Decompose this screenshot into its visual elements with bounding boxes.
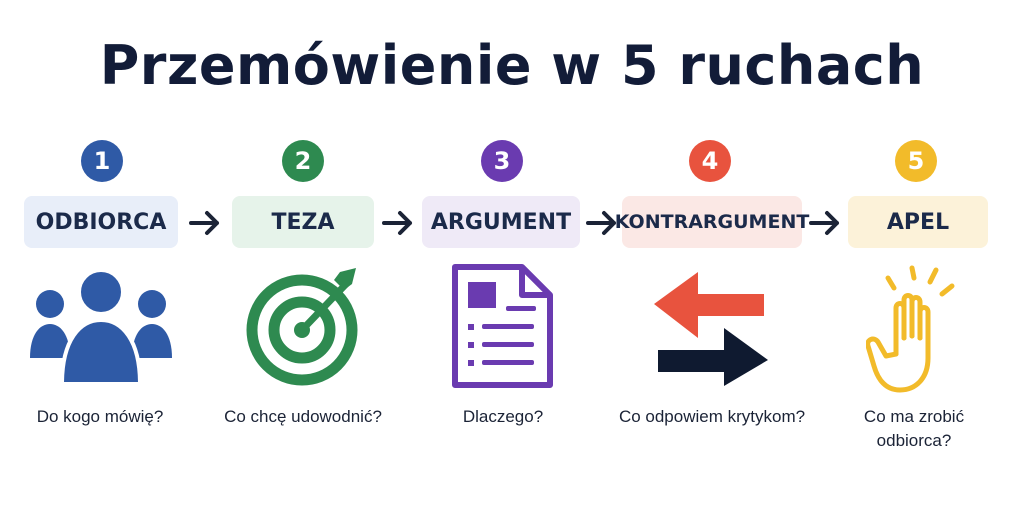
step-question: Dlaczego?: [462, 407, 544, 426]
step-question: Co ma zrobić odbiorca?: [836, 405, 992, 453]
raised-hand-icon: [866, 265, 955, 393]
audience-icon: [30, 268, 172, 386]
arrow-right-icon: [586, 211, 616, 235]
arrow-right-icon: [189, 211, 219, 235]
step-number-badge: 2: [282, 140, 324, 182]
step-question: Co chcę udowodnić?: [224, 407, 382, 426]
page-title: Przemówienie w 5 ruchach: [99, 34, 925, 97]
step-label: TEZA: [232, 196, 374, 248]
exchange-arrows-icon: [654, 272, 768, 386]
document-icon: [452, 264, 553, 388]
step-label: APEL: [848, 196, 988, 248]
step-label: ODBIORCA: [24, 196, 178, 248]
target-icon: [246, 268, 358, 386]
arrow-right-icon: [382, 211, 412, 235]
step-label: KONTRARGUMENT: [615, 196, 809, 248]
step-question: Co odpowiem krytykom?: [618, 407, 806, 426]
step-number-badge: 3: [481, 140, 523, 182]
step-number-badge: 1: [81, 140, 123, 182]
step-number-badge: 5: [895, 140, 937, 182]
arrow-right-icon: [809, 211, 839, 235]
step-question-line: Co ma zrobić: [863, 407, 965, 426]
step-label: ARGUMENT: [422, 196, 580, 248]
step-question-line: odbiorca?: [876, 431, 952, 450]
step-number-badge: 4: [689, 140, 731, 182]
step-question: Do kogo mówię?: [36, 407, 164, 426]
